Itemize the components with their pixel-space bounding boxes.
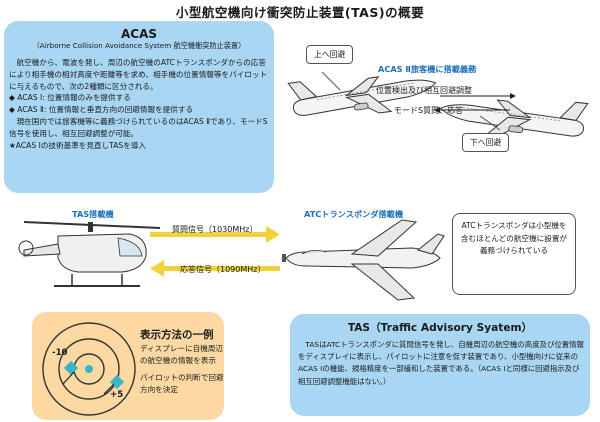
target-plus-icon [109, 374, 125, 390]
display-example-text-2: パイロットの判断で回避方向を決定 [140, 373, 224, 394]
acas-body: 航空機から、電波を発し、周辺の航空機のATCトランスポンダからの応答により相手機… [9, 57, 271, 151]
acas2-label: ACAS Ⅱ旅客機に搭載義務 [378, 64, 477, 74]
airliner-left-icon [287, 76, 437, 116]
airliner-right-icon [439, 99, 589, 137]
callout-descend: 下へ回避 [462, 133, 510, 152]
tas-body: TASはATCトランスポンダに質問信号を発し、自機周辺の航空機の高度及び位置情報… [298, 340, 584, 386]
helicopter-icon [18, 221, 161, 287]
small-plane-icon [282, 219, 445, 301]
acas-subheading: （Airborne Collision Avoidance System 航空機… [32, 41, 246, 50]
acas-heading: ACAS [120, 27, 158, 41]
acas-paragraph-2: 現在国内では旅客機等に義務づけられているのはACAS Ⅱであり、モードS信号を使… [9, 116, 268, 138]
atc-note-box [452, 213, 576, 295]
atc-note-text: ATCトランスポンダは小型機を含むほとんどの航空機に設置が義務づけられている [460, 221, 568, 256]
callout-climb: 上へ回避 [306, 45, 354, 64]
target-minus-icon [63, 360, 79, 376]
display-example-text-1: ディスプレーに自機周辺の航空機の情報を表示 [140, 344, 223, 365]
display-example-title: 表示方法の一例 [140, 329, 214, 341]
page-title: 小型航空機向け衝突防止装置(TAS)の概要 [175, 5, 425, 20]
target-plus-label: +5 [110, 390, 124, 400]
atc-equipped-label: ATCトランスポンダ搭載機 [304, 209, 404, 219]
tas-heading: TAS（Traffic Advisory Syatem） [347, 322, 533, 334]
tas-equipped-label: TAS搭載機 [72, 209, 114, 219]
acas2-exchange-2: モードS質問、応答 [394, 106, 464, 115]
acas-panel [4, 21, 274, 193]
reply-signal-label: 応答信号（1090MHz） [180, 265, 266, 274]
target-minus-label: -10 [52, 348, 68, 358]
acas2-exchange-1: 位置検出及び相互回避調整 [376, 86, 472, 95]
acas2-diagram [287, 71, 589, 137]
acas-item-2: ◆ ACAS Ⅱ: 位置情報と垂直方向の回避情報を提供する [9, 105, 194, 115]
acas-note: ★ACAS Ⅰの技術基準を見直しTASを導入 [9, 140, 147, 150]
display-example-body: ディスプレーに自機周辺の航空機の情報を表示 パイロットの判断で回避方向を決定 [140, 343, 230, 396]
interrogation-signal-label: 質問信号（1030MHz） [172, 225, 258, 234]
radar-display-icon [42, 322, 136, 416]
acas-item-1: ◆ ACAS Ⅰ: 位置情報のみを提供する [9, 93, 131, 103]
tas-panel [290, 314, 590, 416]
acas-paragraph-1: 航空機から、電波を発し、周辺の航空機のATCトランスポンダからの応答により相手機… [9, 58, 268, 91]
signal-arrows [150, 226, 280, 277]
